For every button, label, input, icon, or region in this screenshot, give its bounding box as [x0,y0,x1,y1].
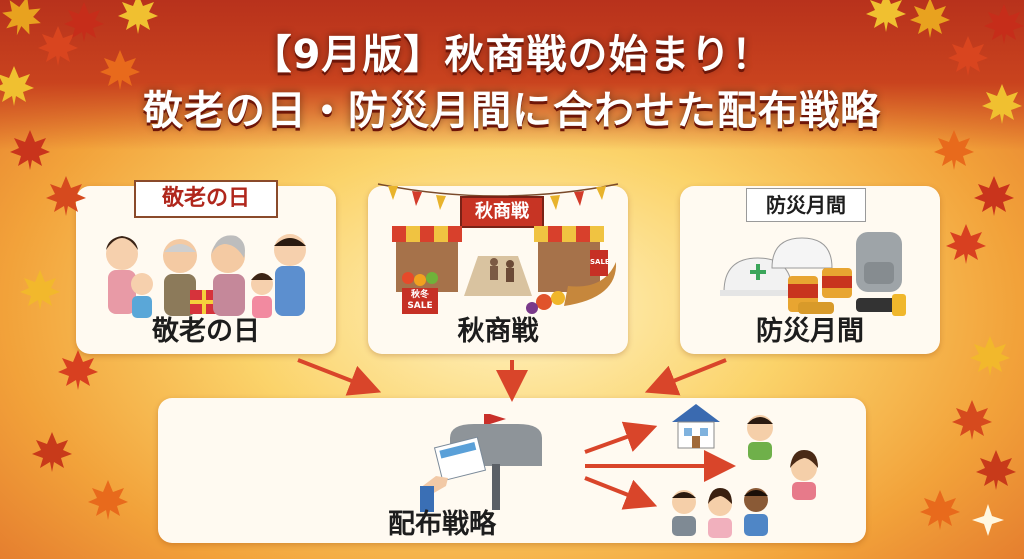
akishosen-banner: 秋商戦 [460,196,544,228]
page-title-line1: 【9月版】秋商戦の始まり！ [251,32,773,78]
card-keiro: 敬老の日 敬老の日 [76,180,336,354]
mailbox-icon [420,414,542,512]
disaster-kit-illustration [720,232,906,316]
distribution-panel: 配布戦略 [158,398,866,543]
sale-sign-left: 秋冬 SALE [407,290,433,311]
card-keiro-label: 敬老の日 [152,316,260,347]
market-illustration [392,226,617,314]
page-title-line2: 敬老の日・防災月間に合わせた配布戦略 [143,88,881,134]
keiro-banner: 敬老の日 [134,180,278,218]
sale-sign-right: SALE [590,258,610,266]
family-illustration [106,234,306,318]
header-band [0,0,1024,150]
sparkle-icon [972,504,1004,536]
bosai-banner: 防災月間 [746,188,866,222]
house-icon [672,404,720,449]
people-illustration [672,415,818,538]
card-akishosen: 秋商戦 秋冬 SALE SALE 秋商戦 [368,183,628,354]
card-bosai-label: 防災月間 [756,316,864,347]
distribution-label: 配布戦略 [388,509,496,540]
arrow-bosai-to-strategy [644,358,727,396]
card-bosai: 防災月間 防災月間 [680,186,940,354]
arrow-keiro-to-strategy [297,358,382,396]
card-akishosen-label: 秋商戦 [457,316,539,347]
